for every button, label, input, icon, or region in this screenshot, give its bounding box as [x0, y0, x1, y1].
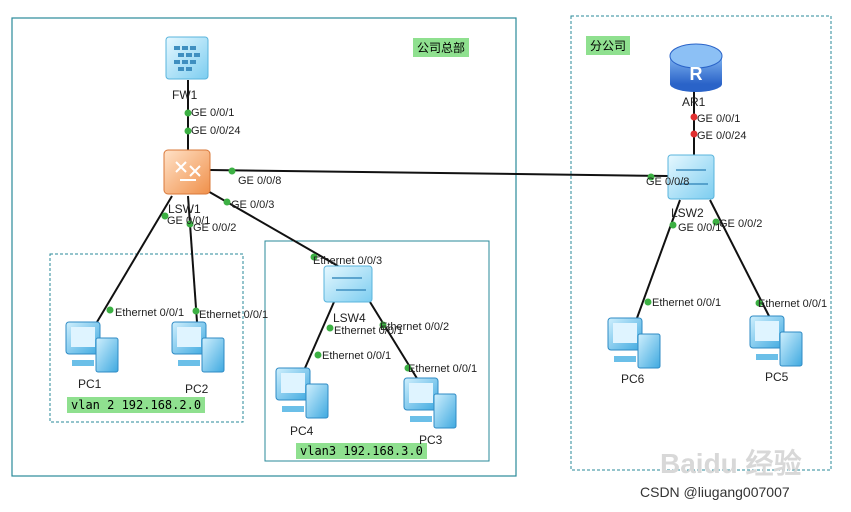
- pc-icon[interactable]: [171, 321, 225, 373]
- device-name-pc2: PC2: [185, 382, 209, 396]
- port-label: GE 0/0/1: [167, 215, 211, 227]
- svg-text:R: R: [690, 64, 703, 84]
- links: [96, 80, 771, 381]
- link-lsw4-pc4: [304, 301, 335, 369]
- port-dots: [106, 109, 763, 372]
- port-label: Ethernet 0/0/1: [322, 350, 392, 362]
- port-label: Ethernet 0/0/1: [652, 297, 722, 309]
- device-name-lsw4: LSW4: [333, 311, 366, 325]
- link-lsw2-pc6: [636, 199, 681, 319]
- hq-area-label: 公司总部: [413, 38, 470, 57]
- device-name-lsw1: LSW1: [168, 202, 201, 216]
- pc-icon[interactable]: [65, 321, 119, 373]
- port-label: GE 0/0/8: [238, 175, 282, 187]
- port-label: Ethernet 0/0/3: [313, 255, 383, 267]
- router-icon[interactable]: R: [669, 43, 723, 92]
- port-label: GE 0/0/2: [193, 222, 237, 234]
- port-label: GE 0/0/2: [719, 218, 763, 230]
- port-label: Ethernet 0/0/1: [408, 363, 478, 375]
- port-label: GE 0/0/1: [678, 222, 722, 234]
- branch-area-label: 分公司: [586, 36, 631, 55]
- device-name-fw1: FW1: [172, 88, 198, 102]
- hq-area-border: [11, 17, 517, 477]
- device-name-lsw2: LSW2: [671, 206, 704, 220]
- port-label: Ethernet 0/0/1: [115, 307, 185, 319]
- port-label: GE 0/0/3: [231, 199, 275, 211]
- link-lsw1-pc1: [96, 195, 173, 323]
- link-lsw2-pc5: [709, 199, 771, 319]
- link-lsw1-lsw2: [209, 169, 669, 177]
- device-name-pc4: PC4: [290, 424, 314, 438]
- vlan2-area-border: [49, 253, 244, 423]
- vlan3-area-border: [264, 240, 490, 462]
- device-name-pc3: PC3: [419, 433, 443, 447]
- port-label: GE 0/0/1: [191, 107, 235, 119]
- csdn-watermark: CSDN @liugang007007: [640, 484, 790, 500]
- port-label: Ethernet 0/0/1: [199, 309, 269, 321]
- pc-icon[interactable]: [749, 315, 803, 367]
- baidu-watermark: Baidu 经验: [660, 448, 802, 479]
- switch-icon[interactable]: [323, 265, 373, 303]
- branch-area-border: [570, 15, 832, 471]
- vlan3-label: vlan3 192.168.3.0: [296, 443, 427, 459]
- device-name-pc6: PC6: [621, 372, 645, 386]
- port-label: GE 0/0/24: [697, 130, 747, 142]
- pc-icon[interactable]: [607, 317, 661, 369]
- port-label: Ethernet 0/0/2: [380, 321, 450, 333]
- device-name-ar1: AR1: [682, 95, 706, 109]
- l3-switch-icon[interactable]: [163, 149, 211, 195]
- firewall-icon[interactable]: [165, 36, 209, 80]
- device-name-pc1: PC1: [78, 377, 102, 391]
- pc-icon[interactable]: [403, 377, 457, 429]
- link-lsw1-pc2: [187, 195, 198, 323]
- port-label: GE 0/0/1: [697, 113, 741, 125]
- vlan2-label: vlan 2 192.168.2.0: [67, 397, 206, 413]
- port-label: Ethernet 0/0/1: [758, 298, 828, 310]
- port-label: GE 0/0/8: [646, 176, 690, 188]
- pc-icon[interactable]: [275, 367, 329, 419]
- port-label: GE 0/0/24: [191, 125, 241, 137]
- switch-icon[interactable]: [667, 154, 715, 200]
- device-name-pc5: PC5: [765, 370, 789, 384]
- port-label: Ethernet 0/0/1: [334, 325, 404, 337]
